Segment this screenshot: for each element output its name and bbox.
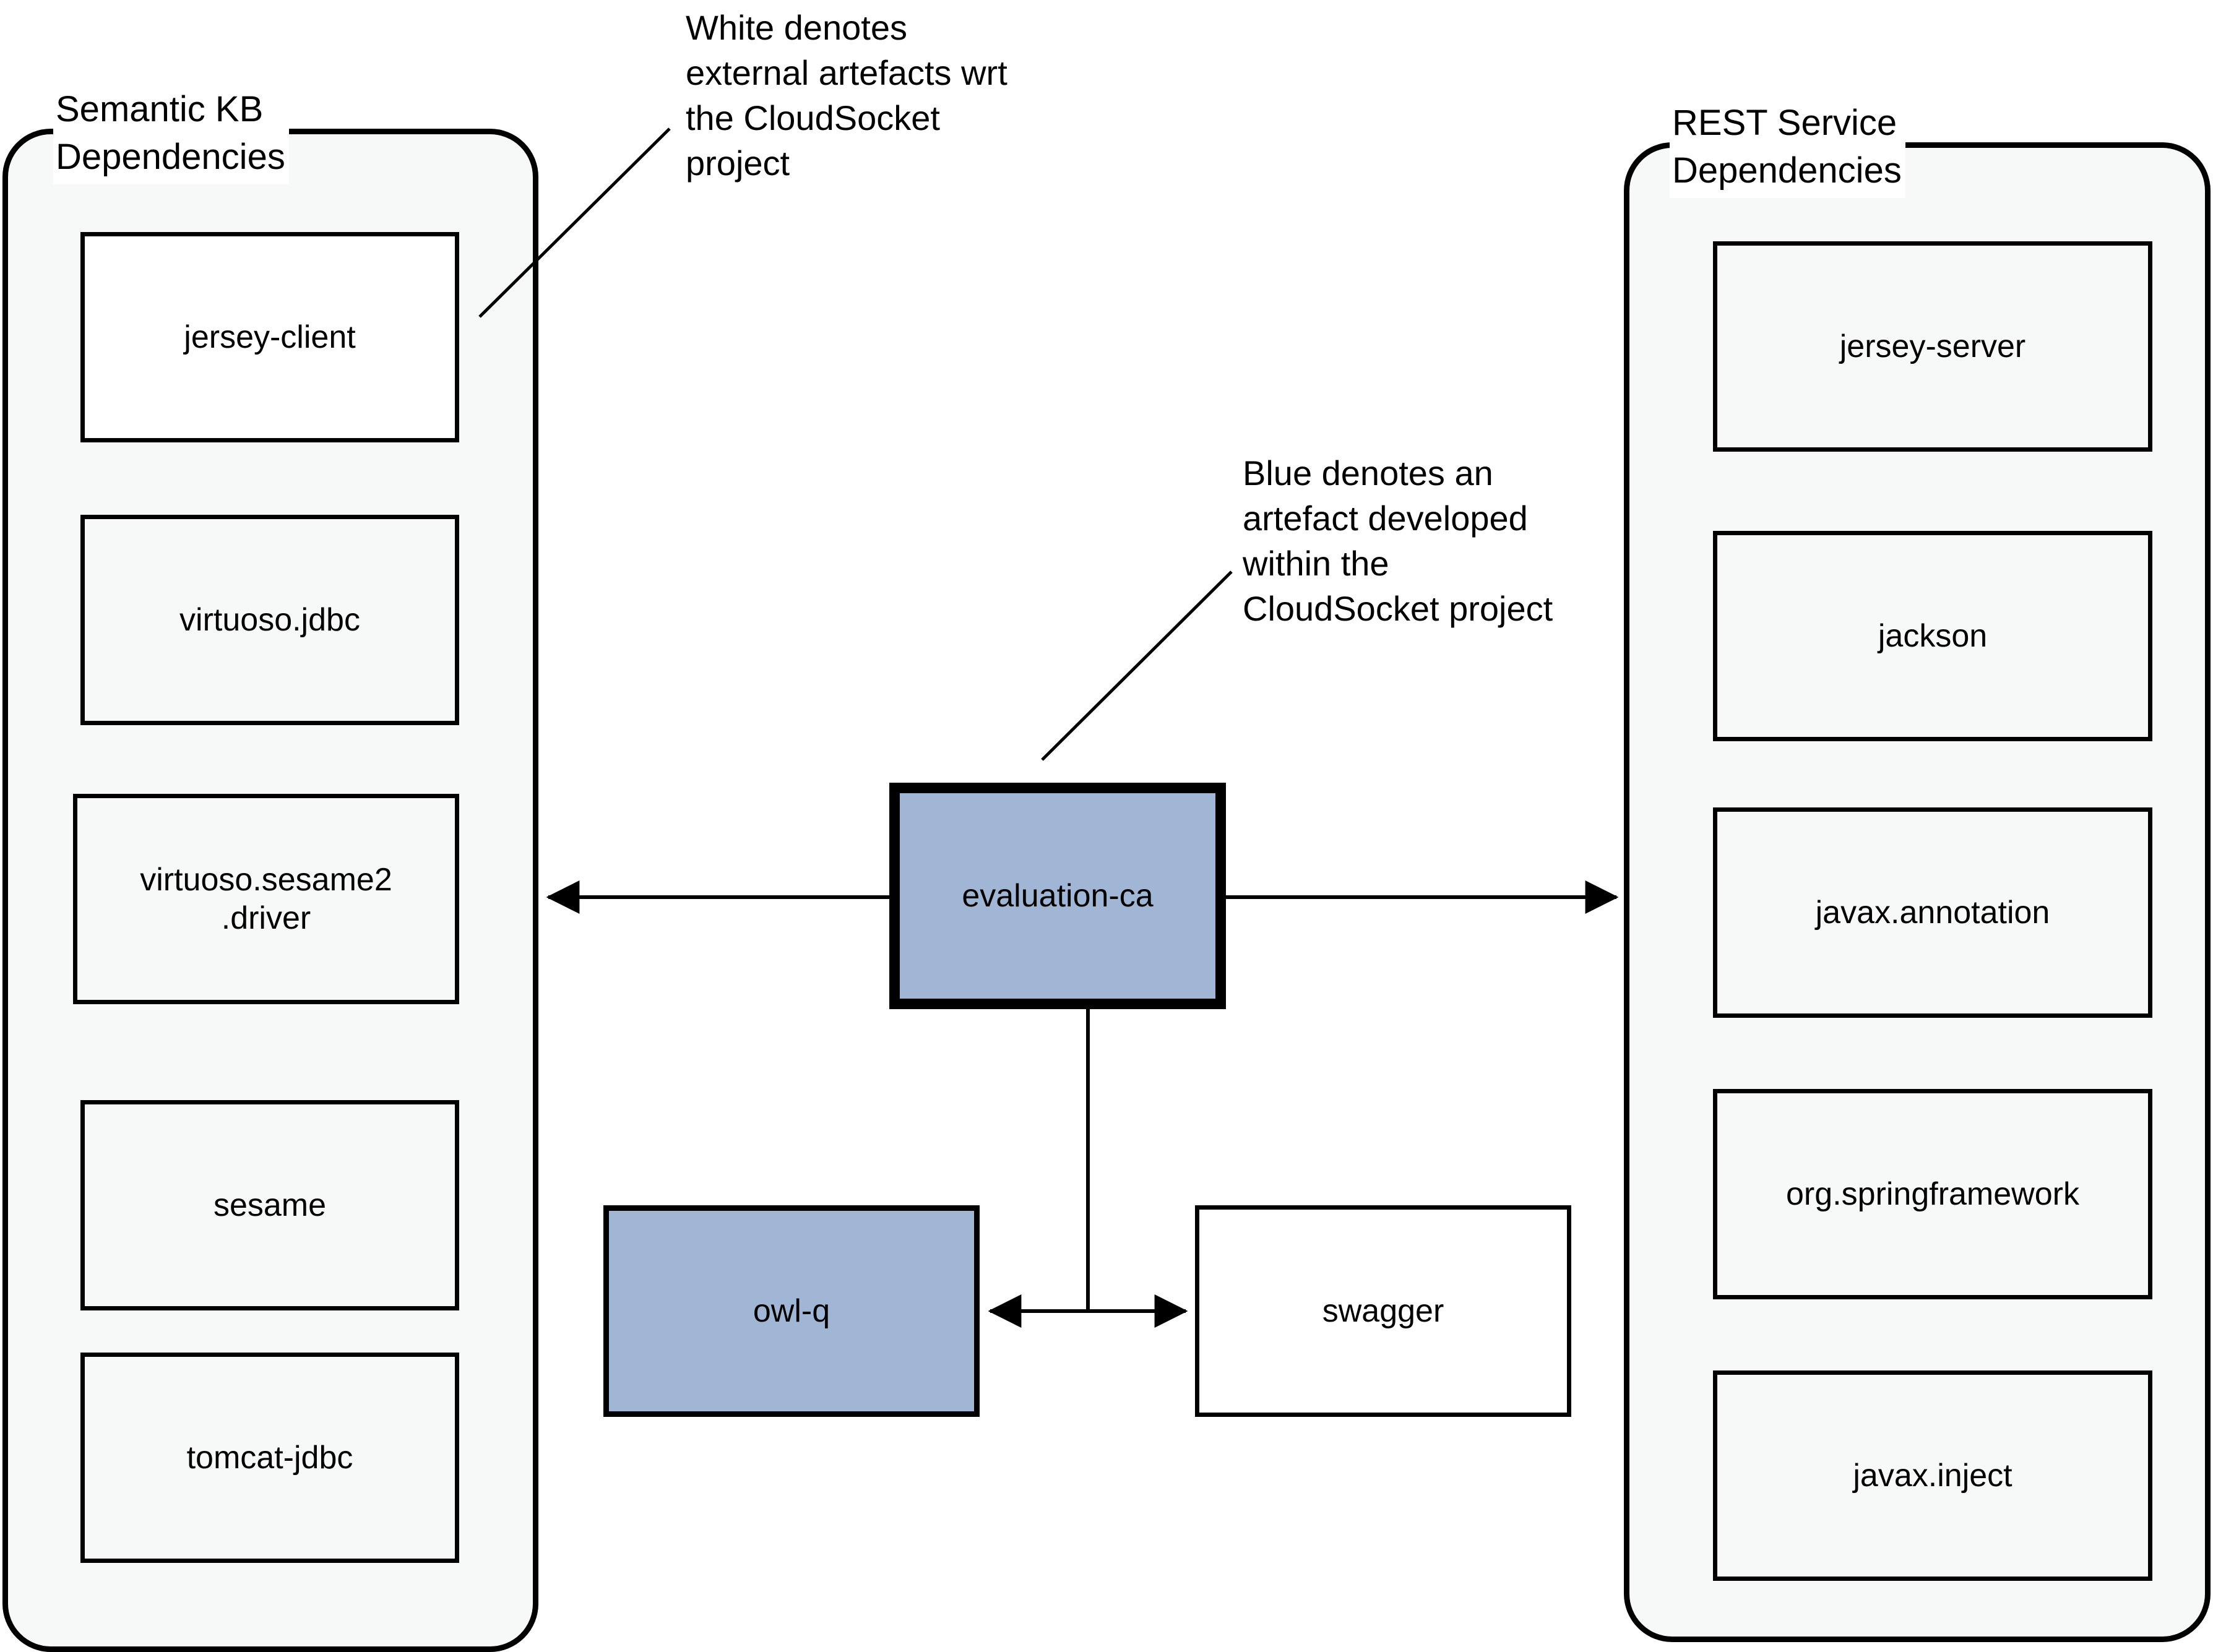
artefact-box-sesame[interactable]: sesame bbox=[80, 1100, 459, 1310]
artefact-label: swagger bbox=[1322, 1293, 1444, 1329]
artefact-label: evaluation-ca bbox=[962, 878, 1154, 914]
panel-title-semantic-kb: Semantic KB Dependencies bbox=[53, 84, 289, 184]
artefact-box-tomcat-jdbc[interactable]: tomcat-jdbc bbox=[80, 1353, 459, 1563]
artefact-box-jersey-client[interactable]: jersey-client bbox=[80, 232, 459, 442]
artefact-box-swagger[interactable]: swagger bbox=[1195, 1205, 1571, 1417]
artefact-label: sesame bbox=[213, 1187, 327, 1223]
legend-white-denotes-external: White denotes external artefacts wrt the… bbox=[686, 8, 1007, 183]
artefact-label: tomcat-jdbc bbox=[186, 1440, 353, 1476]
artefact-label: javax.inject bbox=[1853, 1458, 2012, 1494]
artefact-label: org.springframework bbox=[1786, 1176, 2079, 1212]
artefact-label: jackson bbox=[1878, 618, 1988, 654]
artefact-label: javax.annotation bbox=[1815, 895, 2050, 931]
artefact-label: jersey-client bbox=[184, 319, 356, 355]
artefact-box-javax-annotation[interactable]: javax.annotation bbox=[1713, 807, 2152, 1018]
artefact-label: owl-q bbox=[753, 1293, 830, 1329]
artefact-label: virtuoso.sesame2 .driver bbox=[140, 862, 392, 936]
artefact-label: jersey-server bbox=[1839, 329, 2026, 364]
artefact-box-org-springframework[interactable]: org.springframework bbox=[1713, 1089, 2152, 1299]
artefact-label: virtuoso.jdbc bbox=[179, 602, 360, 638]
artefact-box-jackson[interactable]: jackson bbox=[1713, 531, 2152, 741]
artefact-box-virtuoso-jdbc[interactable]: virtuoso.jdbc bbox=[80, 515, 459, 725]
artefact-box-owl-q[interactable]: owl-q bbox=[603, 1205, 980, 1417]
artefact-box-evaluation-ca[interactable]: evaluation-ca bbox=[889, 783, 1226, 1009]
artefact-box-virtuoso-sesame2-driver[interactable]: virtuoso.sesame2 .driver bbox=[73, 794, 459, 1004]
artefact-box-jersey-server[interactable]: jersey-server bbox=[1713, 241, 2152, 452]
legend-blue-denotes-internal: Blue denotes an artefact developed withi… bbox=[1243, 454, 1553, 628]
panel-title-rest-service: REST Service Dependencies bbox=[1670, 98, 1905, 198]
leader-line-blue-legend bbox=[1041, 570, 1233, 761]
artefact-box-javax-inject[interactable]: javax.inject bbox=[1713, 1370, 2152, 1581]
